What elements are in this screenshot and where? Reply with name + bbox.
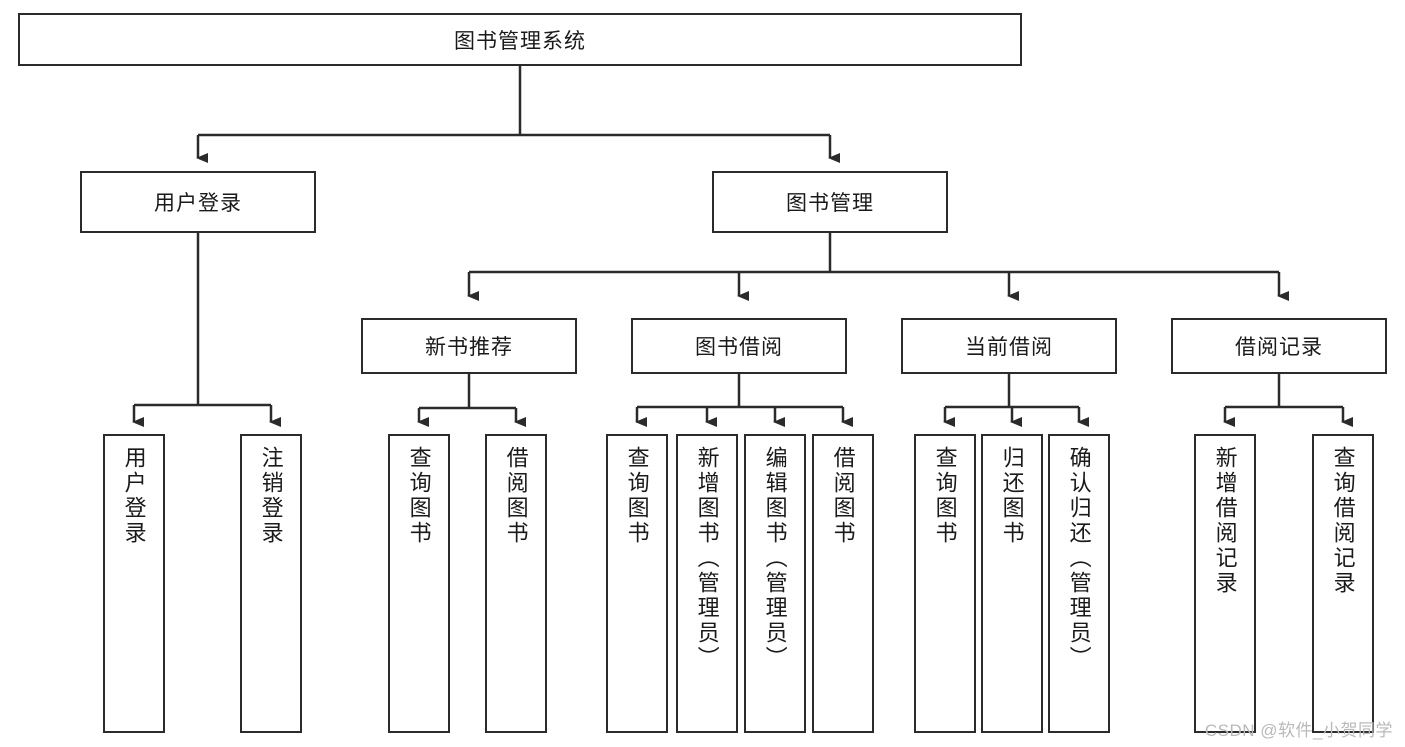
node-label: 新增图书（管理员）	[694, 446, 720, 671]
node-label: 确认归还（管理员）	[1066, 446, 1092, 671]
leaf-borrow-add-book-admin[interactable]: 新增图书（管理员）	[676, 434, 738, 733]
node-label: 当前借阅	[965, 336, 1053, 359]
leaf-borrow-borrow-book[interactable]: 借阅图书	[812, 434, 874, 733]
leaf-current-confirm-return-admin[interactable]: 确认归还（管理员）	[1048, 434, 1110, 733]
node-label: 用户登录	[154, 192, 242, 215]
leaf-new-book-borrow-book[interactable]: 借阅图书	[485, 434, 547, 733]
node-label: 新增借阅记录	[1212, 446, 1238, 596]
node-borrowing-record[interactable]: 借阅记录	[1171, 318, 1387, 374]
leaf-current-query-book[interactable]: 查询图书	[914, 434, 976, 733]
node-label: 图书借阅	[695, 336, 783, 359]
node-label: 图书管理	[786, 192, 874, 215]
node-label: 查询借阅记录	[1330, 446, 1356, 596]
node-label: 查询图书	[932, 446, 958, 546]
node-book-management[interactable]: 图书管理	[712, 171, 948, 233]
node-label: 编辑图书（管理员）	[762, 446, 788, 671]
node-label: 新书推荐	[425, 336, 513, 359]
leaf-borrow-query-book[interactable]: 查询图书	[606, 434, 668, 733]
leaf-new-book-query-book[interactable]: 查询图书	[388, 434, 450, 733]
watermark-text: CSDN @软件_小贺同学	[1204, 721, 1393, 740]
node-label: 借阅图书	[503, 446, 529, 546]
node-label: 借阅图书	[830, 446, 856, 546]
node-user-login[interactable]: 用户登录	[80, 171, 316, 233]
node-book-borrowing[interactable]: 图书借阅	[631, 318, 847, 374]
node-label: 用户登录	[121, 446, 147, 546]
leaf-user-login-logout[interactable]: 注销登录	[240, 434, 302, 733]
node-label: 查询图书	[406, 446, 432, 546]
node-new-book-recommendation[interactable]: 新书推荐	[361, 318, 577, 374]
leaf-record-add-record[interactable]: 新增借阅记录	[1194, 434, 1256, 733]
node-label: 注销登录	[258, 446, 284, 546]
node-root-book-management-system[interactable]: 图书管理系统	[18, 13, 1022, 66]
node-label: 归还图书	[999, 446, 1025, 546]
leaf-record-query-record[interactable]: 查询借阅记录	[1312, 434, 1374, 733]
node-label: 查询图书	[624, 446, 650, 546]
node-label: 图书管理系统	[454, 29, 586, 53]
leaf-current-return-book[interactable]: 归还图书	[981, 434, 1043, 733]
node-current-borrowing[interactable]: 当前借阅	[901, 318, 1117, 374]
leaf-borrow-edit-book-admin[interactable]: 编辑图书（管理员）	[744, 434, 806, 733]
node-label: 借阅记录	[1235, 336, 1323, 359]
leaf-user-login-login[interactable]: 用户登录	[103, 434, 165, 733]
